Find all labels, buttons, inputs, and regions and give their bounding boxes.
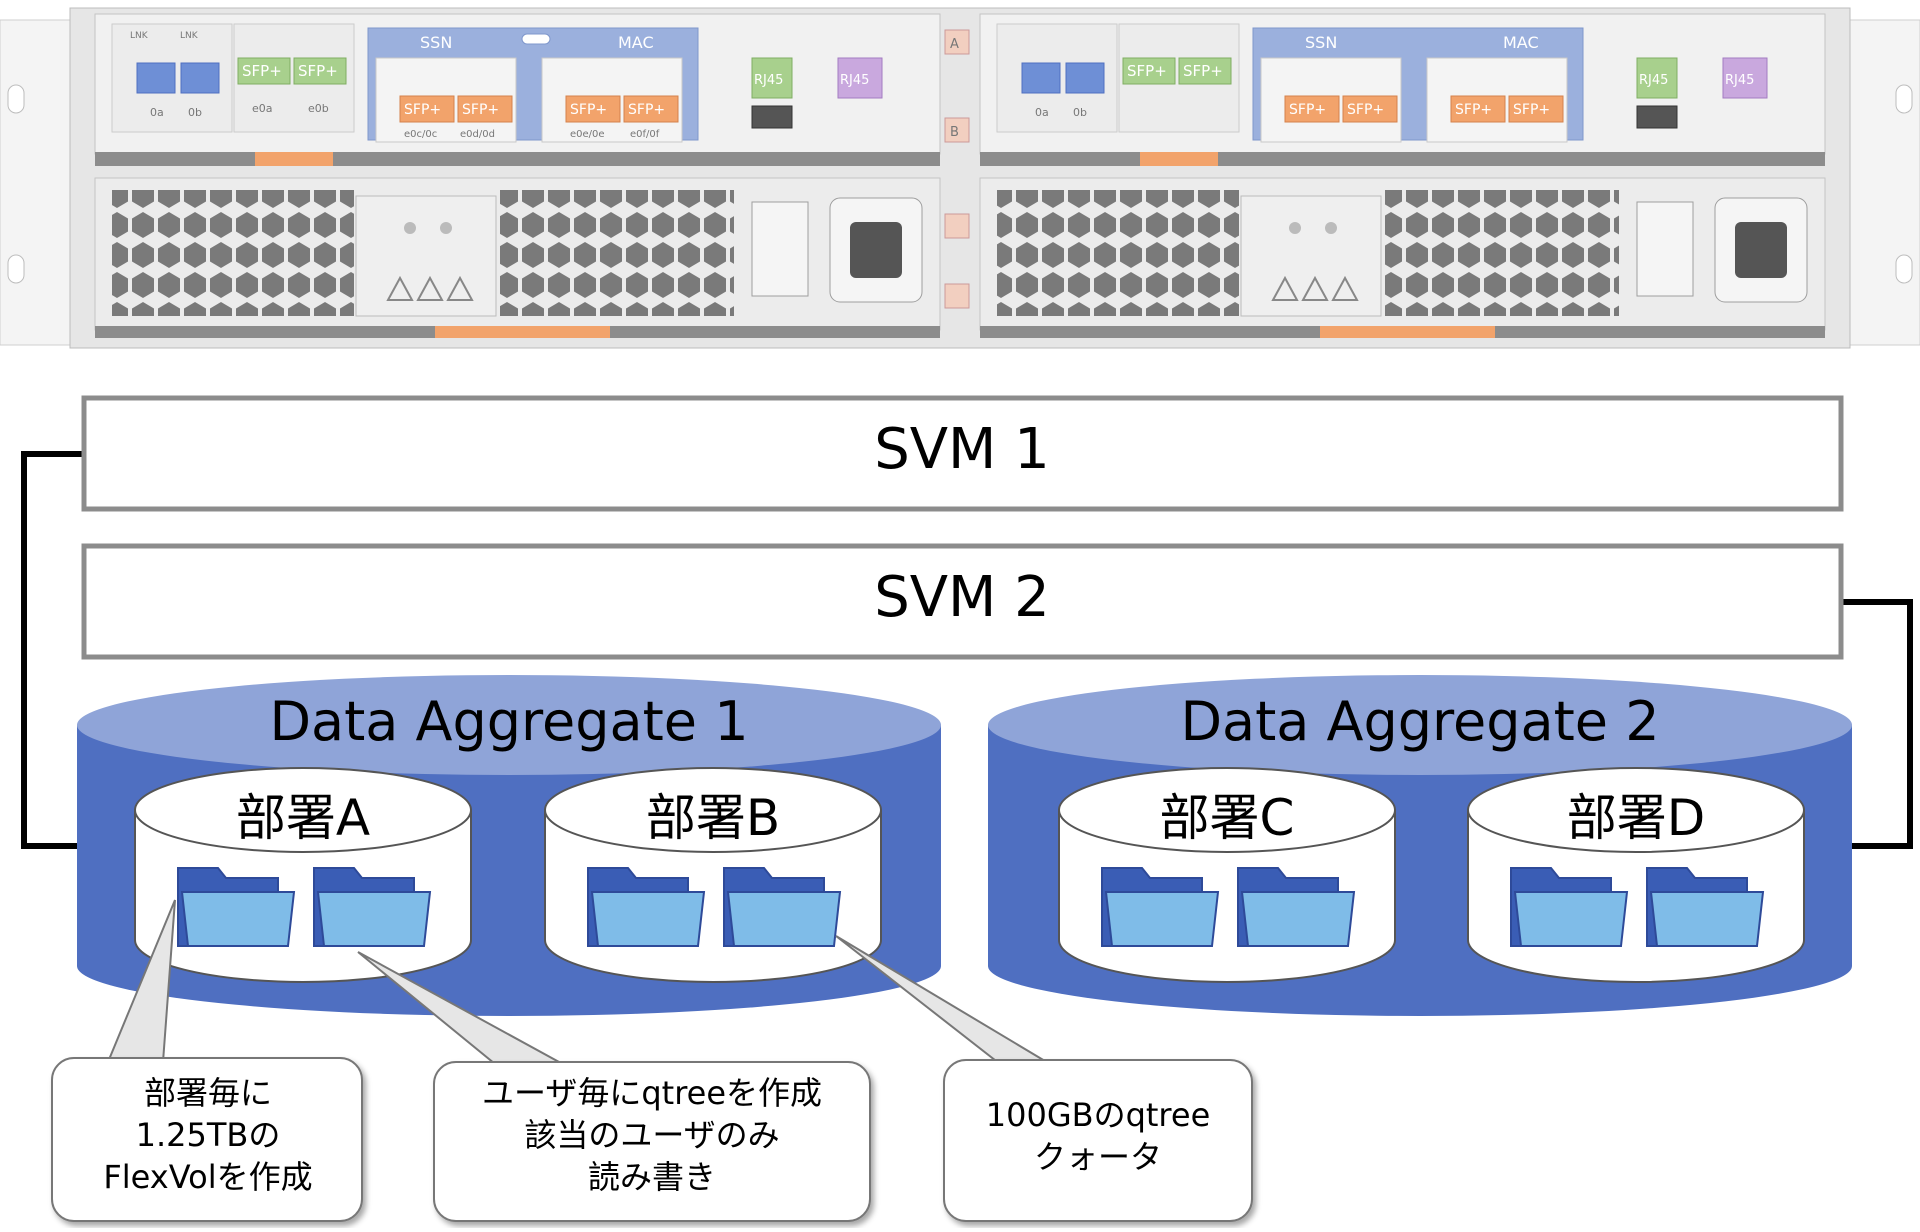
sfp-label: SFP+ [1513,102,1550,118]
sfp-label: SFP+ [1347,102,1384,118]
qtree-folders [177,867,1765,947]
side-a-label: A [950,37,959,52]
fan-grille [500,190,734,316]
side-b-label: B [950,125,959,140]
aggregate-2-label: Data Aggregate 2 [1180,690,1659,753]
dept-c-label: 部署C [1160,789,1295,847]
svm-1-label: SVM 1 [874,417,1050,482]
controller-b: 0a 0b SFP+ SFP+ SSN MAC SFP+ SFP+ SFP+ S… [979,13,1826,166]
sfp-port-e0c [399,95,455,123]
sfp-port-e0e [565,95,621,123]
sfp-label: SFP+ [1127,62,1167,80]
port-e0e-label: e0e/0e [570,129,605,140]
center-markers: A B [944,29,970,309]
rj45-port-console [837,57,883,99]
rj45-label: RJ45 [1725,73,1754,88]
svm1-connector [21,451,84,849]
callout-quota: 100GBのqtree クォータ [943,1059,1253,1222]
folder-icon [723,867,842,947]
storage-controller-rear-view: LNK LNK 0a 0b SFP+ SFP+ e0a e0b SSN MAC [0,7,1920,349]
callout-qtree: ユーザ毎にqtreeを作成 該当のユーザのみ 読み書き [433,1061,871,1222]
sfp-port-e0a [237,57,291,85]
lnk-label: LNK [130,31,149,41]
fan-grille [112,190,354,316]
mac-label: MAC [1503,33,1539,52]
folder-icon [1510,867,1629,947]
rj45-label: RJ45 [1639,73,1668,88]
sfp-label: SFP+ [298,62,338,80]
ssn-label: SSN [420,33,452,52]
dept-d-label: 部署D [1567,789,1706,847]
folder-icon [1237,867,1356,947]
rack-ear-left [0,19,71,346]
folder-icon [177,867,296,947]
callout-2-line-1: ユーザ毎にqtreeを作成 [482,1074,822,1112]
port-e0d-label: e0d/0d [460,129,495,140]
ssn-label: SSN [1305,33,1337,52]
svm-2-label: SVM 2 [874,565,1050,630]
callout-3-line-1: 100GBのqtree [986,1096,1211,1134]
rj45-label: RJ45 [840,73,869,88]
sfp-label: SFP+ [570,102,607,118]
callout-flexvol: 部署毎に 1.25TBの FlexVolを作成 [51,1057,363,1222]
port-e0b-label: e0b [308,102,329,115]
power-switch [751,201,809,297]
callout-2-line-3: 読み書き [588,1158,716,1196]
rj45-label: RJ45 [754,73,783,88]
sfp-label: SFP+ [1289,102,1326,118]
sfp-label: SFP+ [1455,102,1492,118]
callout-1-line-2: 1.25TBの [136,1116,281,1154]
callout-3-line-2: クォータ [1034,1138,1162,1176]
sfp-label: SFP+ [242,62,282,80]
rack-ear-right [1849,19,1920,346]
port-e0c-label: e0c/0c [404,129,437,140]
minisas-port-0b [180,62,220,94]
svm-2: SVM 2 [81,543,1844,660]
callout-1-line-1: 部署毎に [144,1074,272,1112]
callouts: 部署毎に 1.25TBの FlexVolを作成 ユーザ毎にqtreeを作成 該当… [51,1057,1253,1222]
port-e0a-label: e0a [252,102,273,115]
port-0b-label: 0b [1073,106,1087,119]
callout-1-line-3: FlexVolを作成 [103,1158,312,1196]
port-0a-label: 0a [150,106,164,119]
controller-a: LNK LNK 0a 0b SFP+ SFP+ e0a e0b SSN MAC [94,13,941,166]
dept-b-label: 部署B [646,789,780,847]
rj45-port-mgmt [751,57,793,99]
power-supply-b [979,177,1826,338]
sfp-label: SFP+ [1183,62,1223,80]
callout-2-line-2: 該当のユーザのみ [524,1116,779,1154]
dept-volumes: 部署A 部署B 部署C 部署D [134,767,1805,983]
dept-volume-b: 部署B [544,767,882,983]
folder-icon [1646,867,1765,947]
folder-icon [1101,867,1220,947]
minisas-port-0a [136,62,176,94]
mac-label: MAC [618,33,654,52]
port-0a-label: 0a [1035,106,1049,119]
folder-icon [313,867,432,947]
sfp-label: SFP+ [628,102,665,118]
svm2-connector [1840,599,1913,849]
aggregate-1-label: Data Aggregate 1 [269,690,748,753]
svm-1: SVM 1 [81,395,1844,512]
folder-icon [587,867,706,947]
lnk-label: LNK [180,31,199,41]
port-0b-label: 0b [188,106,202,119]
sfp-port-e0d [457,95,513,123]
port-e0f-label: e0f/0f [630,129,660,140]
sfp-port-e0b [293,57,347,85]
sfp-label: SFP+ [462,102,499,118]
power-supply-a [94,177,941,338]
sfp-label: SFP+ [404,102,441,118]
sfp-port-e0f [623,95,679,123]
dept-a-label: 部署A [236,789,370,847]
